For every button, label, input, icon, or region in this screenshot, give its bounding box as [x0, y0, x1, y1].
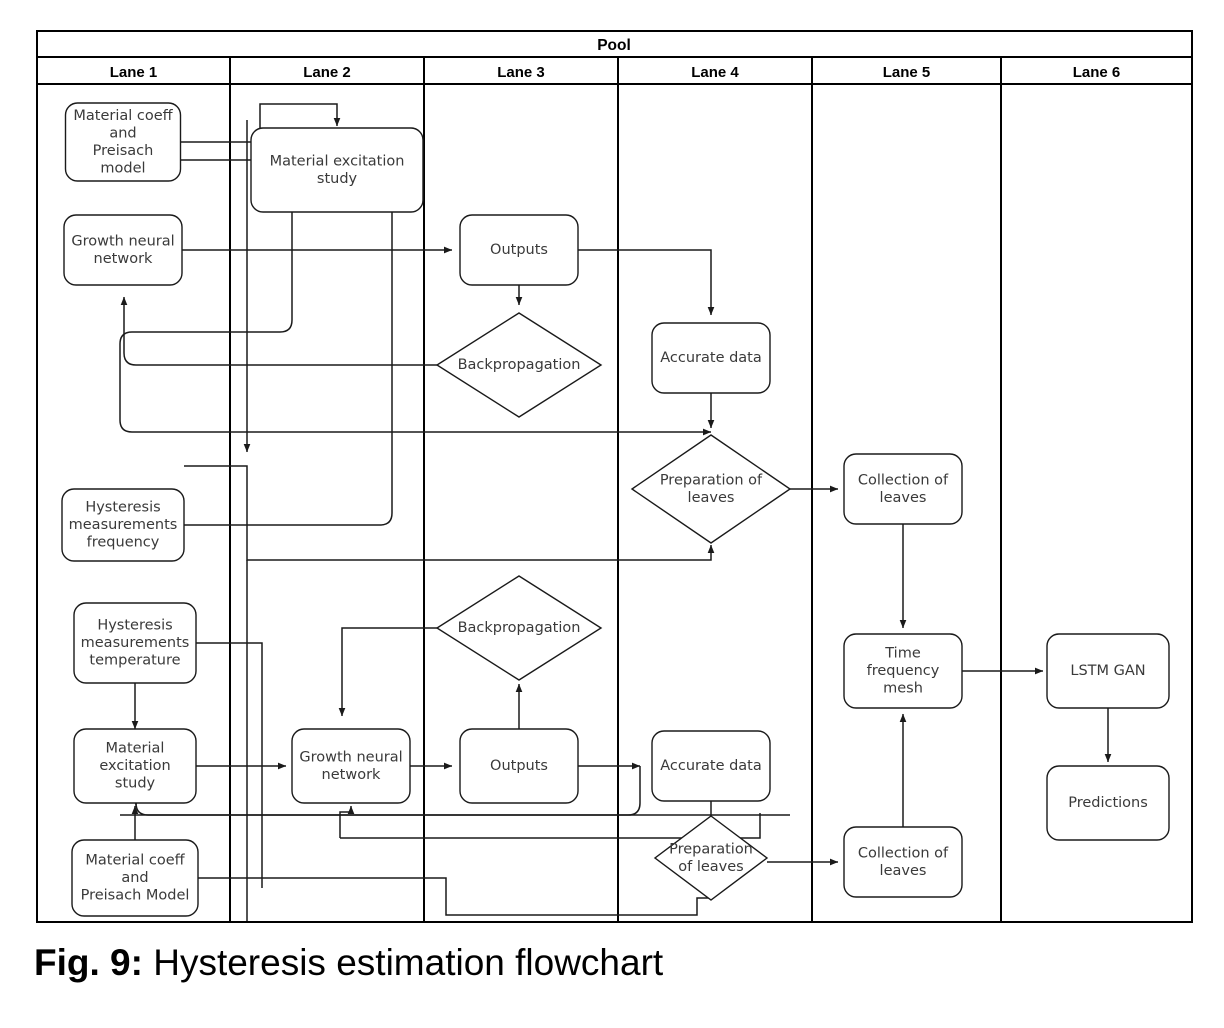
lane-label-lane3: Lane 3 [497, 64, 545, 81]
figure-caption: Fig. 9: Hysteresis estimation flowchart [34, 940, 1134, 986]
lane-labels: Lane 1 Lane 2 Lane 3 Lane 4 Lane 5 Lane 6 [110, 64, 1121, 81]
edge-matcoeff2-to-prep2 [198, 877, 715, 916]
node-shape-box [61, 488, 185, 562]
node-label: Outputs [490, 758, 548, 774]
figure-caption-label: Fig. 9: [34, 942, 143, 983]
node-shape-box [843, 453, 963, 525]
edge-hystfreq-to-prep1 [184, 465, 715, 561]
node-shape-box [73, 728, 197, 804]
edge-hysttemp-to-lane2-drop [196, 642, 263, 888]
node-n-accurate-2[interactable]: Accurate data [651, 730, 771, 802]
node-shape-box [843, 826, 963, 898]
node-shape-box [651, 730, 771, 802]
edge-matcoeff1-to-prep1 [119, 159, 712, 436]
node-shape-box [291, 728, 411, 804]
node-shape-box [843, 633, 963, 709]
node-shape-diamond [653, 815, 769, 901]
node-shape-diamond [435, 312, 603, 418]
node-n-outputs-2[interactable]: Outputs [459, 728, 579, 804]
edge-growth2-feedback-riser [339, 805, 355, 838]
lane-label-lane6: Lane 6 [1073, 64, 1121, 81]
pool-title: Pool [597, 37, 631, 54]
node-shape-diamond [435, 575, 603, 681]
node-n-outputs-1[interactable]: Outputs [459, 214, 579, 286]
node-n-lstm-gan[interactable]: LSTM GAN [1046, 633, 1170, 709]
node-label: Accurate data [660, 350, 762, 366]
node-shape-box [459, 728, 579, 804]
node-label: LSTM GAN [1070, 663, 1145, 679]
node-label: Backpropagation [458, 357, 581, 373]
edge-lowerband-to-accurate2 [120, 766, 641, 816]
node-n-predictions[interactable]: Predictions [1046, 765, 1170, 841]
lane-label-lane1: Lane 1 [110, 64, 158, 81]
node-shape-box [459, 214, 579, 286]
node-label: Outputs [490, 242, 548, 258]
edge-backprop2-to-growth2 [338, 627, 437, 717]
lane-label-lane5: Lane 5 [883, 64, 931, 81]
node-label: Accurate data [660, 758, 762, 774]
node-shape-box [73, 602, 197, 684]
node-shape-box [1046, 765, 1170, 841]
node-n-backprop-1[interactable]: Backpropagation [435, 312, 603, 418]
node-n-accurate-1[interactable]: Accurate data [651, 322, 771, 394]
node-shape-box [63, 214, 183, 286]
node-n-backprop-2[interactable]: Backpropagation [435, 575, 603, 681]
node-label: Predictions [1068, 795, 1148, 811]
lane-label-lane4: Lane 4 [691, 64, 739, 81]
pool-frame [36, 30, 1193, 923]
node-shape-box [64, 102, 182, 182]
edge-feedback-to-matexc2 [132, 797, 790, 816]
node-label: Backpropagation [458, 620, 581, 636]
node-shape-box [651, 322, 771, 394]
node-shape-diamond [630, 434, 792, 544]
edge-outputs1-to-accurate1 [578, 249, 715, 316]
node-shape-box [250, 127, 424, 213]
node-shape-box [71, 839, 199, 917]
figure-caption-text: Hysteresis estimation flowchart [153, 942, 664, 983]
edge-layer [119, 103, 1112, 921]
edge-backprop1-to-growth1 [120, 296, 437, 366]
edge-matcoeff1-to-matexc1 [181, 103, 341, 143]
edge-matcoeff2-to-growth2 [340, 813, 761, 839]
node-shape-box [1046, 633, 1170, 709]
lane-label-lane2: Lane 2 [303, 64, 351, 81]
